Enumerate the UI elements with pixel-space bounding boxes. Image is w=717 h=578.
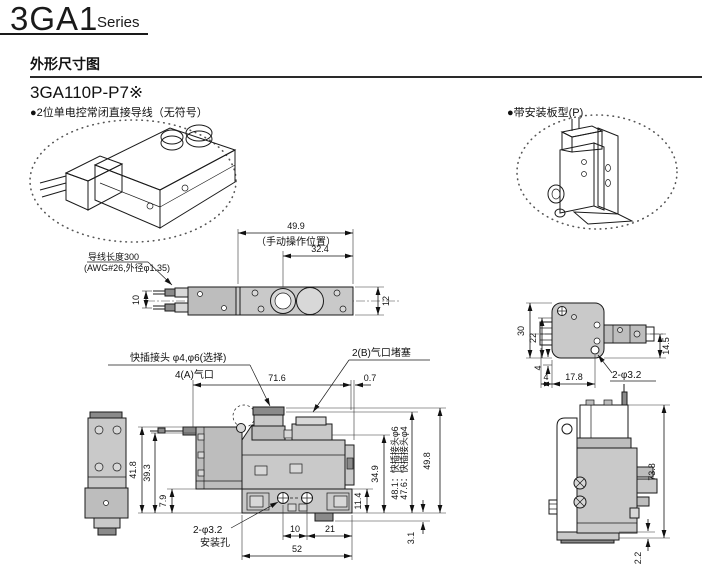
dim-48-1-47-6: 48.1：快插接头φ6 47.6：快插接头φ4 [286, 411, 418, 513]
port-a-label: 4(A)气口 [175, 368, 214, 381]
dim-label: 4 [533, 365, 543, 370]
quick-connect-fitting [251, 406, 286, 441]
base-plate [241, 488, 353, 522]
dim-22: 22 [528, 317, 552, 358]
dim-label: 12 [381, 296, 391, 306]
dim-49-8: 49.8 [286, 407, 446, 514]
manual-position-label: （手动操作位置） [256, 235, 336, 248]
dim-label: 11.4 [353, 493, 363, 510]
section-heading: 外形尺寸图 [30, 56, 100, 72]
dim-10-wire-pitch: 10 [131, 290, 152, 309]
plug-note: 2(B)气口堵塞 [352, 346, 411, 359]
fitting-height-note-d6: 48.1：快插接头φ6 [389, 426, 400, 499]
dim-label: 41.8 [128, 461, 138, 479]
variant-label-right: ●带安装板型(P) [507, 107, 584, 119]
dim-label: 49.9 [287, 221, 305, 231]
dim-label: 30 [516, 326, 526, 336]
note-line1: 2-φ3.2 [193, 525, 223, 536]
dotted-ellipse [29, 119, 237, 243]
dim-label: 39.3 [142, 464, 152, 482]
port-plug [283, 416, 333, 441]
lead-wires [153, 287, 189, 313]
front-view-callouts: 快插接头 φ4,φ6(选择) 4(A)气口 2(B)气口堵塞 71.6 0.7 [108, 346, 430, 440]
dim-7-9: 7.9 [158, 488, 196, 513]
title-underline [0, 33, 148, 35]
end-view [84, 411, 129, 536]
dim-30: 30 [516, 302, 552, 359]
variant-label-left: ●2位单电控常闭直接导线（无符号） [30, 107, 208, 119]
model-number: 3GA110P-P7※ [30, 83, 144, 102]
dim-label: 71.6 [268, 373, 286, 383]
series-suffix: Series [97, 14, 140, 31]
dim-label: 32.4 [311, 244, 329, 254]
note-line2: (AWG#26,外径φ1.35) [84, 262, 170, 273]
dim-label-4: 4 [543, 372, 548, 382]
dotted-ellipse [516, 114, 678, 230]
isometric-view-mounting-plate [516, 114, 678, 230]
section-rule [30, 76, 702, 78]
top-view: 49.9 （手动操作位置） 32.4 12 10 [84, 221, 400, 316]
dim-label: 52 [292, 544, 302, 554]
dim-label: 0.7 [364, 373, 377, 383]
dim-label: 22 [528, 333, 538, 343]
front-view: 41.8 39.3 7.9 11.4 34.9 [128, 404, 446, 560]
dim-4-vertical: 4 [533, 349, 552, 374]
dim-4-and-17-8: 4 17.8 [540, 348, 596, 388]
dim-34-9: 34.9 [332, 434, 390, 513]
dim-14-5: 14.5 [604, 333, 671, 359]
dim-label: 21 [325, 524, 335, 534]
series-title: 3GA1 [10, 0, 99, 37]
note-line1: 导线长度300 [88, 251, 139, 262]
isometric-view-leadwire [29, 119, 237, 243]
dim-39-3: 39.3 [142, 432, 196, 513]
lead-wire-note: 导线长度300 (AWG#26,外径φ1.35) [84, 251, 173, 286]
dim-0-7: 0.7 [340, 373, 377, 388]
dim-52: 52 [241, 515, 352, 560]
dim-11-4: 11.4 [352, 488, 373, 513]
dim-73-8: 73.8 [619, 404, 670, 539]
side-view: 73.8 2.2 [548, 384, 670, 564]
dim-label: 7.9 [158, 495, 168, 508]
mounting-plate-top-view: 30 22 4 4 17.8 [516, 302, 671, 388]
dim-32-4: 32.4 [282, 244, 353, 287]
fitting-height-note-d4: 47.6：快插接头φ4 [398, 426, 409, 499]
dim-2-2: 2.2 [619, 519, 655, 564]
plate-hole-note: 2-φ3.2 [597, 354, 656, 382]
dim-label: 49.8 [422, 452, 432, 470]
dim-label: 34.9 [370, 465, 380, 483]
note-line2: 安装孔 [200, 536, 230, 549]
dim-label-17-8: 17.8 [565, 372, 583, 382]
fitting-note: 快插接头 φ4,φ6(选择) [130, 351, 226, 364]
dim-49-9: 49.9 [237, 221, 354, 284]
dim-12: 12 [355, 286, 391, 316]
dim-label: 14.5 [661, 337, 671, 355]
mounting-hole-note: 2-φ3.2 安装孔 [193, 501, 279, 549]
note-text: 2-φ3.2 [612, 370, 642, 381]
dim-21: 21 [307, 515, 353, 560]
dim-label: 3.1 [406, 532, 416, 545]
dim-label: 10 [131, 295, 141, 305]
dim-3-1: 3.1 [335, 500, 430, 544]
dim-label: 73.8 [647, 463, 657, 481]
dim-label: 2.2 [633, 552, 643, 565]
dim-label: 10 [290, 524, 300, 534]
